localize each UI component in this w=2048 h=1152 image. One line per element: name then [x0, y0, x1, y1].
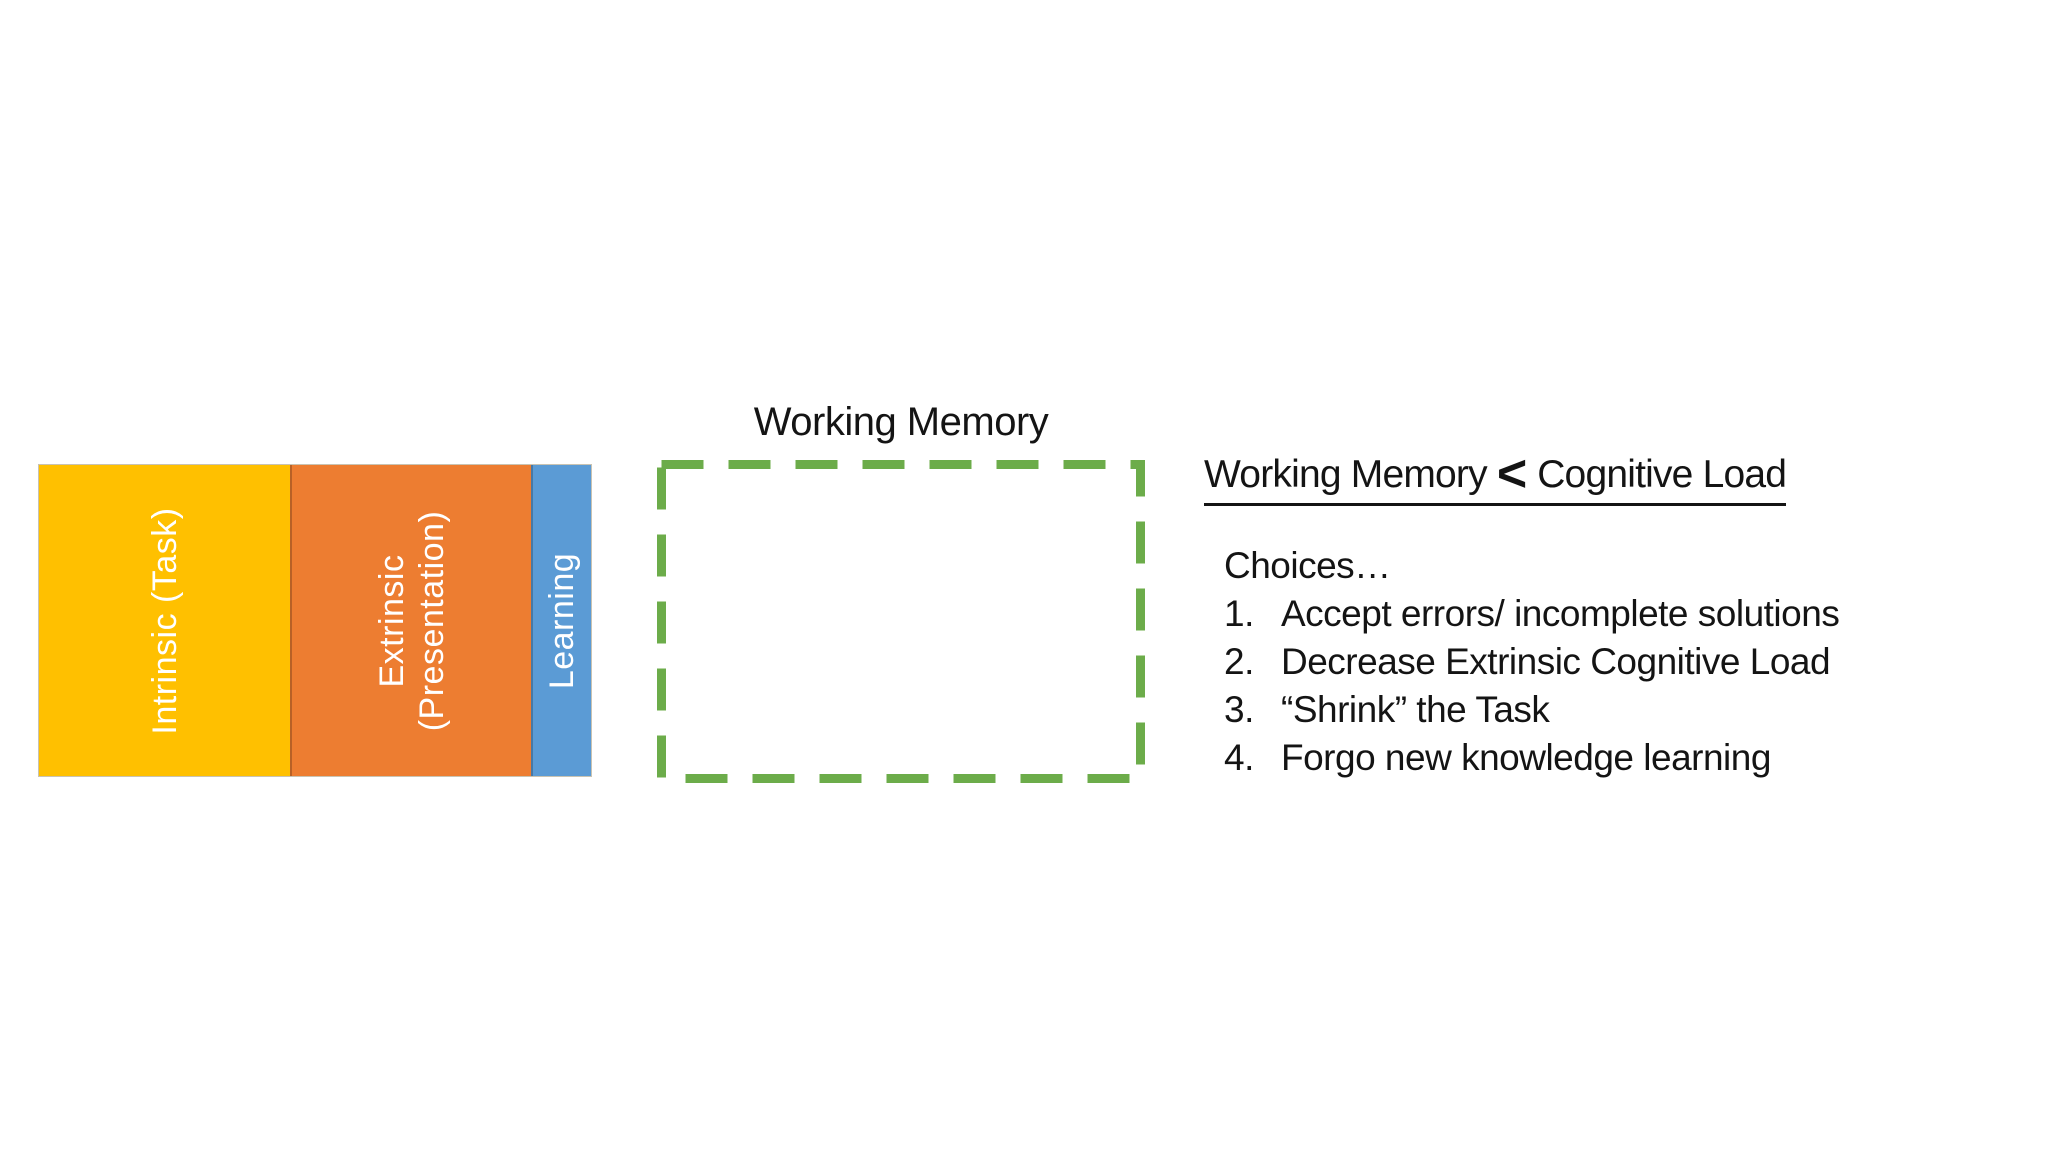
list-item-number: 2. — [1224, 641, 1254, 682]
list-item-text: Accept errors/ incomplete solutions — [1281, 593, 1840, 634]
bar-segment-intrinsic: Intrinsic (Task) — [39, 465, 291, 776]
heading-underlined: Working Memory<Cognitive Load — [1204, 448, 1787, 506]
list-item-number: 1. — [1224, 593, 1254, 634]
list-item: 1. Accept errors/ incomplete solutions — [1224, 590, 1944, 638]
list-item: 3. “Shrink” the Task — [1224, 686, 1944, 734]
list-item-text: Decrease Extrinsic Cognitive Load — [1281, 641, 1831, 682]
less-than-symbol: < — [1496, 445, 1528, 503]
dashed-rect-stroke — [657, 460, 1145, 783]
cognitive-load-bar: Intrinsic (Task) Extrinsic (Presentation… — [38, 464, 592, 777]
choices-list: 1. Accept errors/ incomplete solutions 2… — [1224, 590, 1944, 782]
bar-segment-intrinsic-label: Intrinsic (Task) — [145, 506, 184, 735]
heading-working-memory-lt-cognitive-load: Working Memory<Cognitive Load — [1204, 448, 1944, 506]
list-item: 4. Forgo new knowledge learning — [1224, 734, 1944, 782]
bar-segment-learning: Learning — [531, 465, 591, 776]
right-panel: Working Memory<Cognitive Load Choices… 1… — [1204, 448, 1944, 782]
heading-left-text: Working Memory — [1204, 453, 1488, 496]
bar-segment-extrinsic: Extrinsic (Presentation) — [290, 465, 532, 776]
bar-segment-extrinsic-label: Extrinsic (Presentation) — [372, 510, 451, 731]
list-item-text: Forgo new knowledge learning — [1281, 737, 1771, 778]
working-memory-dashed-rect — [657, 460, 1145, 783]
heading-right-text: Cognitive Load — [1537, 453, 1787, 496]
bar-segment-learning-label: Learning — [543, 552, 582, 689]
list-item: 2. Decrease Extrinsic Cognitive Load — [1224, 638, 1944, 686]
list-item-number: 3. — [1224, 689, 1254, 730]
list-item-number: 4. — [1224, 737, 1254, 778]
working-memory-title: Working Memory — [753, 400, 1049, 444]
choices-label: Choices… — [1224, 545, 1391, 586]
list-item-text: “Shrink” the Task — [1281, 689, 1550, 730]
